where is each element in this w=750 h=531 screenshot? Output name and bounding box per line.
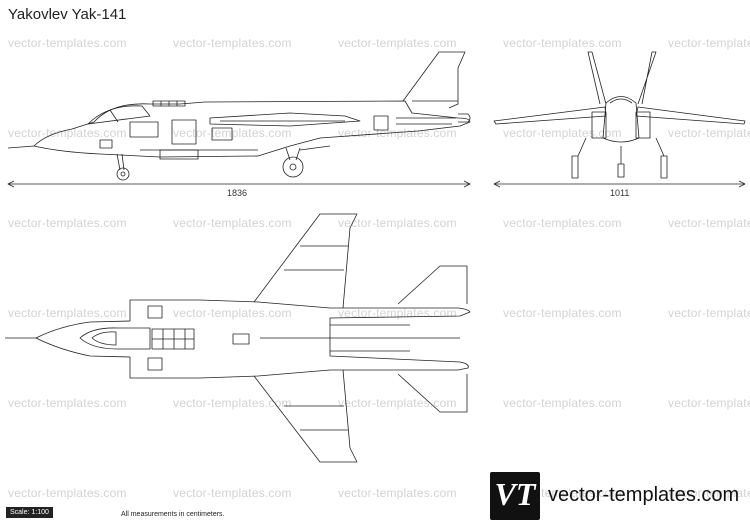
measurement-note: All measurements in centimeters. [121,511,225,518]
span-dimension-label: 1011 [610,188,630,198]
page-title: Yakovlev Yak-141 [8,6,127,23]
logo-letters: VT [494,476,536,512]
scale-badge: Scale: 1:100 [6,507,53,518]
top-view [5,213,471,463]
side-view [7,51,471,188]
front-view [493,51,746,188]
brand-logo: VT [490,472,540,520]
brand-url: vector-templates.com [548,484,740,506]
length-dimension-label: 1836 [227,188,248,198]
